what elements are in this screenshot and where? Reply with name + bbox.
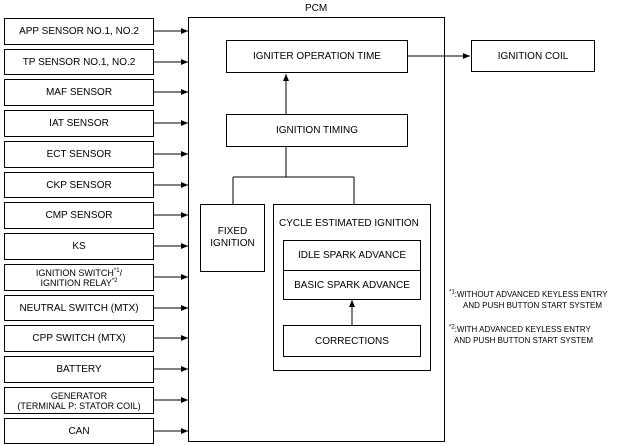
input-app-sensor: APP SENSOR NO.1, NO.2	[4, 18, 154, 45]
fixed-ignition-line1: FIXED	[217, 226, 248, 237]
ignition-relay-text: IGNITION RELAY	[40, 277, 112, 288]
pcm-label: PCM	[305, 3, 328, 14]
input-neutral-switch: NEUTRAL SWITCH (MTX)	[4, 295, 154, 321]
input-cmp-sensor: CMP SENSOR	[4, 202, 154, 229]
input-ect-sensor: ECT SENSOR	[4, 141, 154, 168]
footnote-1-mark: *1	[449, 289, 455, 296]
ignition-coil-block: IGNITION COIL	[471, 40, 595, 72]
corrections-block: CORRECTIONS	[283, 325, 421, 357]
fixed-ignition-block: FIXED IGNITION	[200, 204, 265, 272]
input-battery: BATTERY	[4, 356, 154, 383]
generator-line2: (TERMINAL P: STATOR COIL)	[17, 400, 141, 411]
input-can: CAN	[4, 418, 154, 444]
input-tp-sensor: TP SENSOR NO.1, NO.2	[4, 49, 154, 75]
footnote-2-text: :WITH ADVANCED KEYLESS ENTRY	[454, 325, 591, 334]
footnote-2-mark: *2	[449, 324, 455, 331]
footnote-1-line2: AND PUSH BUTTON START SYSTEM	[463, 301, 602, 310]
footnote-2-line1: *2:WITH ADVANCED KEYLESS ENTRY	[449, 324, 591, 335]
generator-line1: GENERATOR	[50, 390, 108, 401]
cycle-estimated-ignition-label: CYCLE ESTIMATED IGNITION	[279, 218, 419, 229]
ignition-switch-text: IGNITION SWITCH	[35, 267, 114, 278]
ignition-timing-block: IGNITION TIMING	[226, 114, 408, 147]
ignition-relay-mark: *2	[111, 277, 118, 284]
input-cpp-switch: CPP SWITCH (MTX)	[4, 325, 154, 352]
pcm-box	[188, 17, 445, 442]
input-maf-sensor: MAF SENSOR	[4, 79, 154, 106]
input-generator: GENERATOR (TERMINAL P: STATOR COIL)	[4, 387, 154, 414]
input-ignition-switch-relay: IGNITION SWITCH*1/ IGNITION RELAY*2	[4, 264, 154, 291]
basic-spark-advance-block: BASIC SPARK ADVANCE	[283, 270, 421, 300]
footnote-1-line1: *1:WITHOUT ADVANCED KEYLESS ENTRY	[449, 289, 608, 300]
igniter-operation-time-block: IGNITER OPERATION TIME	[226, 40, 408, 73]
idle-spark-advance-block: IDLE SPARK ADVANCE	[283, 240, 421, 271]
input-ckp-sensor: CKP SENSOR	[4, 172, 154, 198]
footnote-2-line2: AND PUSH BUTTON START SYSTEM	[454, 336, 593, 345]
input-iat-sensor: IAT SENSOR	[4, 110, 154, 137]
footnote-1-text: :WITHOUT ADVANCED KEYLESS ENTRY	[454, 290, 608, 299]
input-ks: KS	[4, 233, 154, 260]
fixed-ignition-line2: IGNITION	[210, 238, 255, 249]
cycle-estimated-ignition-block	[273, 204, 431, 371]
ignition-switch-mark: *1	[113, 267, 120, 274]
ignition-switch-slash: /	[119, 267, 123, 278]
